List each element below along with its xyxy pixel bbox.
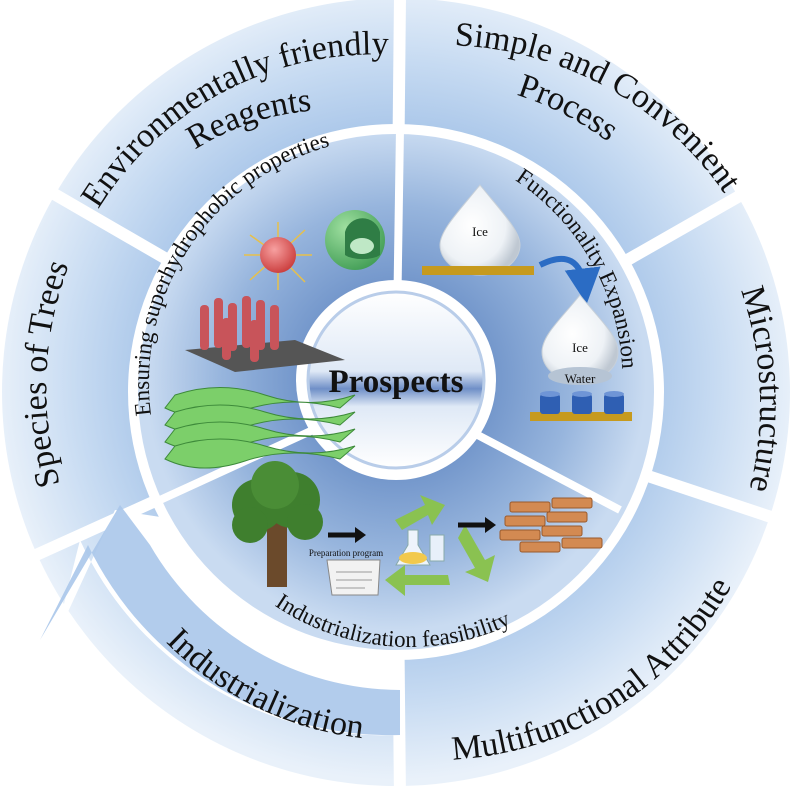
- center-circle: [306, 290, 486, 470]
- svg-text:Ice: Ice: [572, 340, 588, 355]
- nanoparticle-icon: [244, 222, 312, 290]
- svg-text:Ice: Ice: [472, 224, 488, 239]
- nanopillar-array-icon: [185, 296, 345, 372]
- cycle-arrow-fill: [40, 505, 400, 736]
- micropillar-substrate-icon: [530, 391, 632, 421]
- process-arrow-2-icon: [458, 517, 496, 533]
- core-shell-sphere-icon: [325, 210, 385, 270]
- tree-icon: [232, 461, 323, 587]
- transition-arrow-icon: [538, 255, 601, 305]
- wood-planks-icon: [499, 497, 603, 553]
- layered-sheets-icon: [164, 387, 356, 469]
- center-title: Prospects: [328, 364, 463, 400]
- ice-water-droplet-icon: Ice Water: [541, 294, 619, 386]
- svg-text:Water: Water: [565, 371, 596, 386]
- preparation-document-icon: Preparation program: [309, 548, 383, 596]
- ice-droplet-icon: Ice: [422, 184, 534, 276]
- recycle-flask-icon: [385, 495, 495, 596]
- svg-text:Preparation program: Preparation program: [309, 548, 383, 558]
- process-arrow-1-icon: [328, 527, 366, 543]
